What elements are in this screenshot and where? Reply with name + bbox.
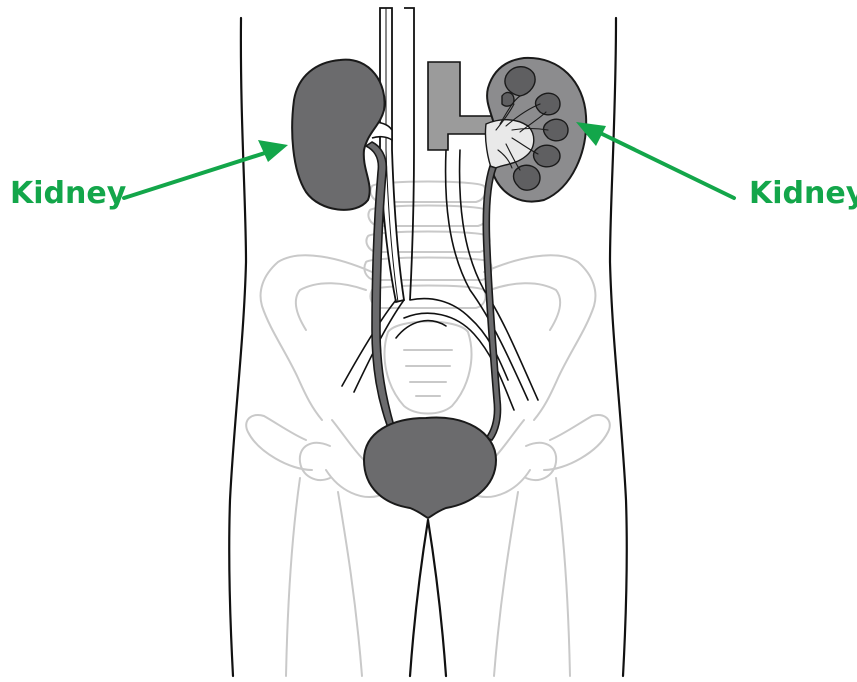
right-kidney <box>485 58 586 202</box>
body-left-edge <box>229 18 246 676</box>
right-ureter <box>483 166 500 440</box>
kidney-label-right: Kidney <box>749 176 857 212</box>
body-right-edge <box>610 18 627 676</box>
right-iliac-inner <box>490 283 560 330</box>
arrow-icon <box>258 140 288 162</box>
left-femur <box>246 415 362 676</box>
left-iliac-wing <box>261 255 372 420</box>
right-femur-head <box>526 443 556 480</box>
bladder <box>364 417 496 518</box>
kidney-label-left: Kidney <box>10 176 126 212</box>
vena-cava <box>404 8 414 300</box>
right-arrow-shaft <box>594 130 734 198</box>
right-iliac-wing <box>484 255 595 420</box>
left-iliac-inner <box>296 283 366 330</box>
inner-leg-right <box>428 520 446 676</box>
inner-leg-left <box>410 520 428 676</box>
left-arrow-shaft <box>124 152 268 198</box>
right-femur <box>494 415 610 676</box>
left-femur-head <box>300 443 330 480</box>
